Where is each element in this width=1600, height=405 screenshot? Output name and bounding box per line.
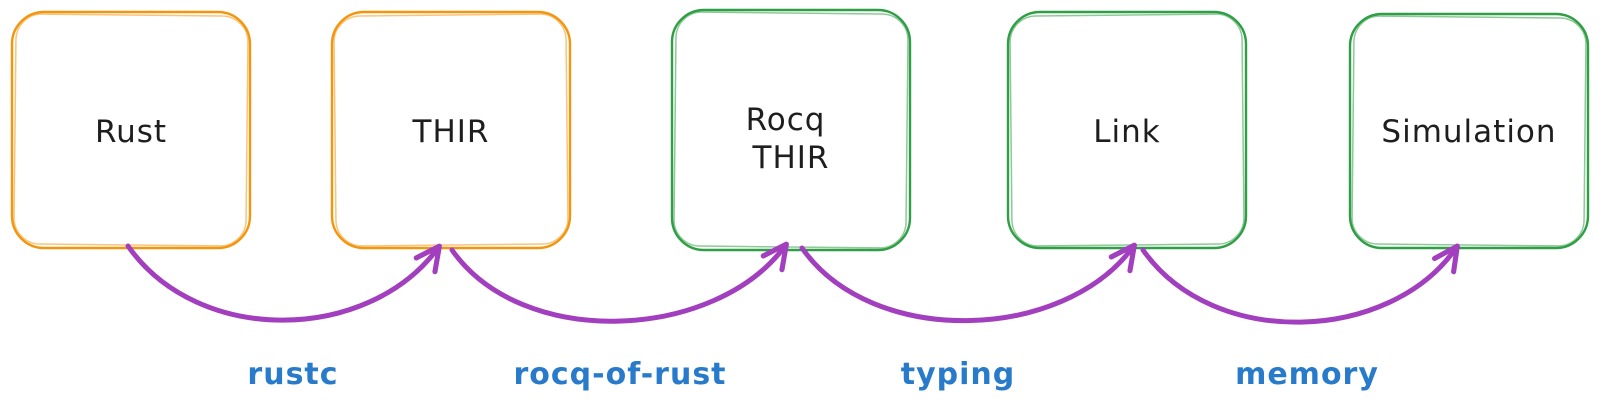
edge-memory: memory bbox=[1140, 243, 1460, 392]
node-thir-label: THIR bbox=[412, 114, 490, 150]
edge-rustc-label: rustc bbox=[247, 357, 338, 392]
node-simulation: Simulation bbox=[1348, 12, 1590, 250]
node-rocq-thir-box bbox=[670, 8, 912, 252]
edge-rustc: rustc bbox=[125, 243, 442, 392]
node-rocq-thir-box-sketch bbox=[673, 11, 909, 249]
arrow-thir-to-rocq-thir bbox=[449, 241, 789, 324]
node-rocq-thir-label-line1: Rocq bbox=[746, 102, 826, 138]
node-simulation-box bbox=[1348, 12, 1590, 250]
node-rocq-thir-label-line2: THIR bbox=[752, 140, 830, 176]
node-rust-label: Rust bbox=[95, 114, 167, 150]
node-rocq-thir: Rocq THIR bbox=[670, 8, 912, 252]
node-simulation-box-sketch bbox=[1351, 15, 1587, 247]
edge-typing-label: typing bbox=[901, 357, 1016, 392]
node-thir: THIR bbox=[330, 10, 572, 250]
edge-rocq-of-rust: rocq-of-rust bbox=[449, 241, 789, 392]
arrow-rocq-thir-to-link bbox=[799, 242, 1137, 324]
node-link: Link bbox=[1006, 10, 1248, 250]
node-rust: Rust bbox=[10, 10, 252, 250]
node-rocq-thir-label: Rocq THIR bbox=[746, 102, 837, 176]
edge-memory-label: memory bbox=[1235, 357, 1379, 392]
node-link-label: Link bbox=[1093, 114, 1160, 150]
node-thir-box-sketch bbox=[333, 13, 569, 247]
edge-rocq-of-rust-label: rocq-of-rust bbox=[513, 357, 726, 392]
node-simulation-label: Simulation bbox=[1381, 114, 1556, 150]
arrow-link-to-simulation bbox=[1140, 243, 1460, 325]
edge-typing: typing bbox=[799, 242, 1137, 392]
arrow-rust-to-thir bbox=[125, 243, 442, 323]
